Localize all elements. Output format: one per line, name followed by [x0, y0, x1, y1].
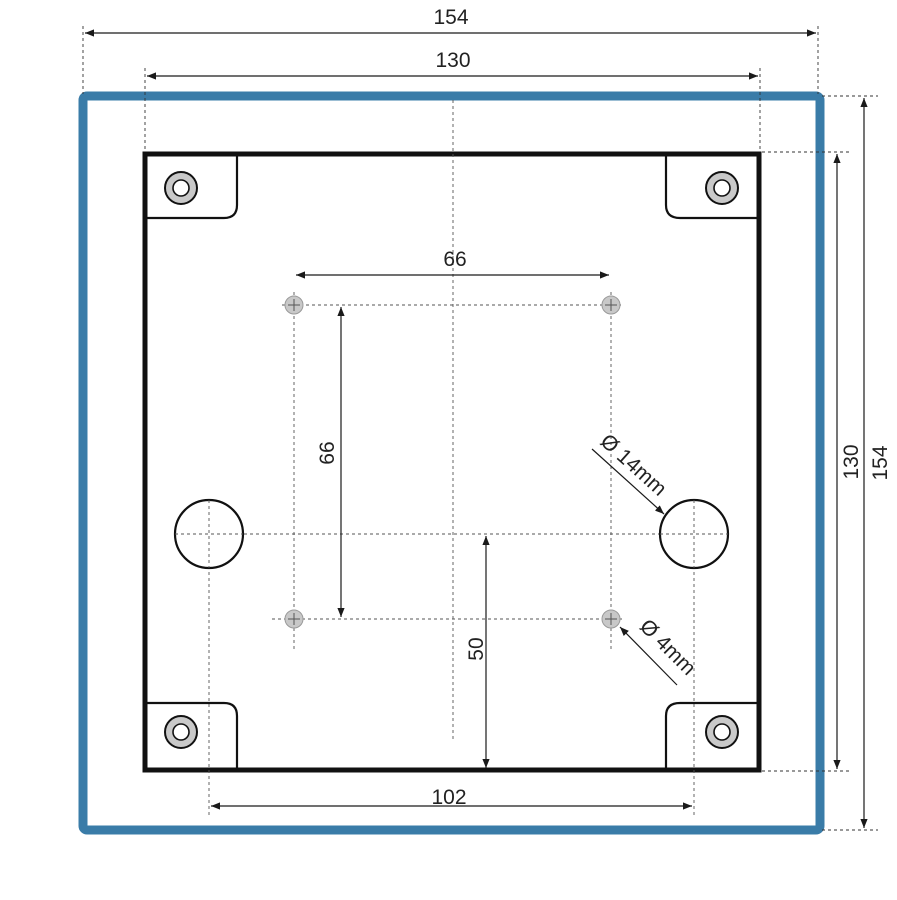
dimension-label-outer-width: 154	[433, 6, 468, 29]
corner-screw-icon	[705, 171, 739, 205]
dimension-label-outer-height: 154	[869, 445, 892, 480]
outer-frame	[78, 91, 825, 835]
dimension-label-inner-height: 130	[840, 444, 863, 479]
big-hole-right	[658, 498, 730, 570]
pin-hole-icon	[601, 609, 621, 629]
dimension-label-pin-horizontal: 66	[443, 248, 466, 271]
inner-plate	[142, 151, 762, 773]
dimension-label-center-to-bottom: 50	[465, 637, 488, 660]
corner-notch-top-left	[147, 156, 239, 220]
callout-leader-big-hole	[591, 448, 665, 515]
big-hole-left	[173, 498, 245, 570]
corner-screw-icon	[164, 171, 198, 205]
corner-screw-icon	[705, 715, 739, 749]
pin-hole-icon	[284, 295, 304, 315]
dimension-label-inner-width: 130	[435, 49, 470, 72]
pin-hole-icon	[601, 295, 621, 315]
dimension-label-pin-vertical: 66	[316, 441, 339, 464]
callout-leader-pin	[619, 626, 678, 686]
dimension-label-big-hole-spacing: 102	[431, 786, 466, 809]
corner-notch-bottom-left	[147, 701, 239, 768]
pin-hole-icon	[284, 609, 304, 629]
corner-screw-icon	[164, 715, 198, 749]
corner-notch-bottom-right	[664, 701, 757, 768]
corner-notch-top-right	[664, 156, 757, 220]
